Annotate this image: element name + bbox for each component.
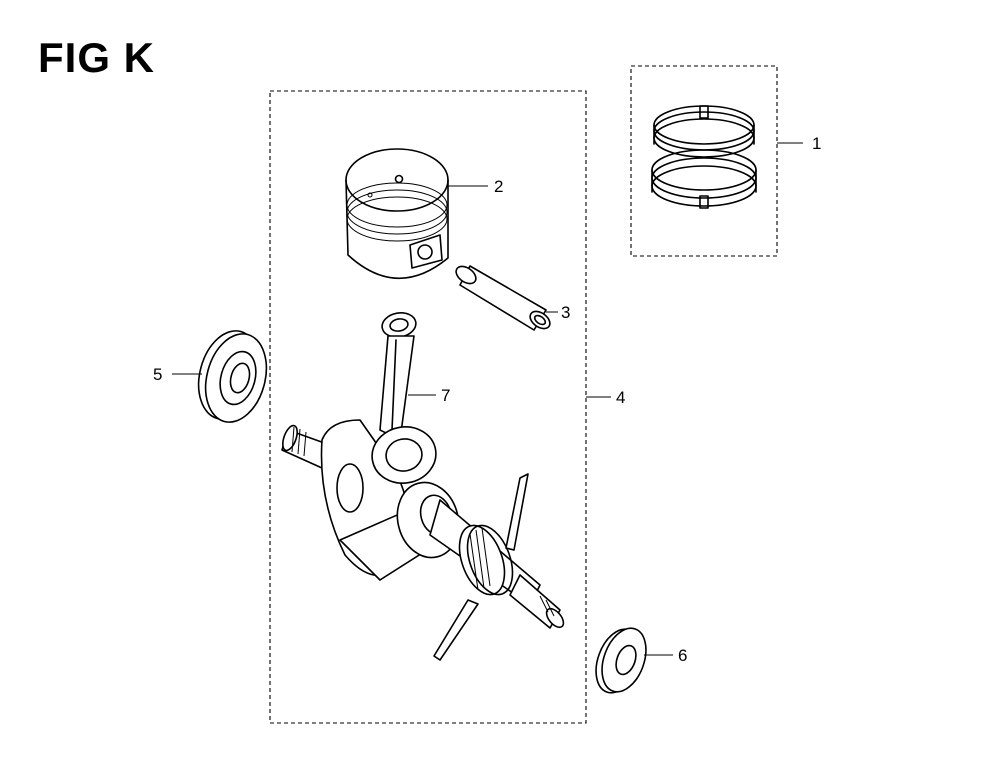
piston-ring-set-drawing <box>651 105 757 209</box>
callout-4: 4 <box>616 388 625 407</box>
callout-5: 5 <box>153 365 162 384</box>
callout-1: 1 <box>812 134 821 153</box>
callout-2: 2 <box>494 177 503 196</box>
ring-set-group-box <box>630 65 778 257</box>
crankshaft-assembly-group-box <box>269 90 587 724</box>
callout-3: 3 <box>561 303 570 322</box>
oil-seal-left-drawing <box>197 330 268 423</box>
callout-7: 7 <box>441 386 450 405</box>
callout-6: 6 <box>678 646 687 665</box>
leader-lines <box>172 142 803 656</box>
oil-seal-right-drawing <box>595 627 647 694</box>
figure-title: FIG K <box>38 34 155 81</box>
piston-pin-drawing <box>455 265 551 331</box>
piston-drawing <box>345 148 449 280</box>
crankshaft-drawing <box>281 312 565 661</box>
